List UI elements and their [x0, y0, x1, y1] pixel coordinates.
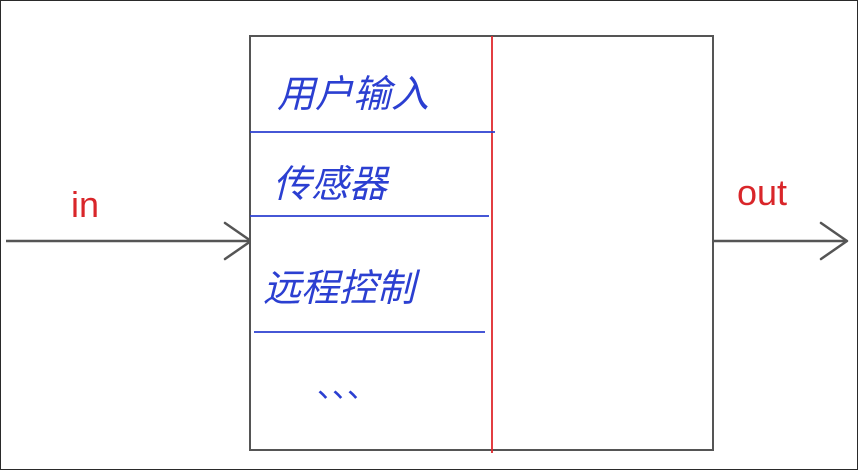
- section-label-user-input: 用户输入: [277, 72, 429, 116]
- section-label-remote-control: 远程控制: [263, 266, 421, 310]
- input-label: in: [71, 184, 99, 225]
- section-label-ellipsis: 、、、: [317, 370, 377, 405]
- output-label: out: [737, 172, 787, 213]
- section-label-sensor: 传感器: [273, 162, 390, 206]
- system-box: [249, 35, 714, 451]
